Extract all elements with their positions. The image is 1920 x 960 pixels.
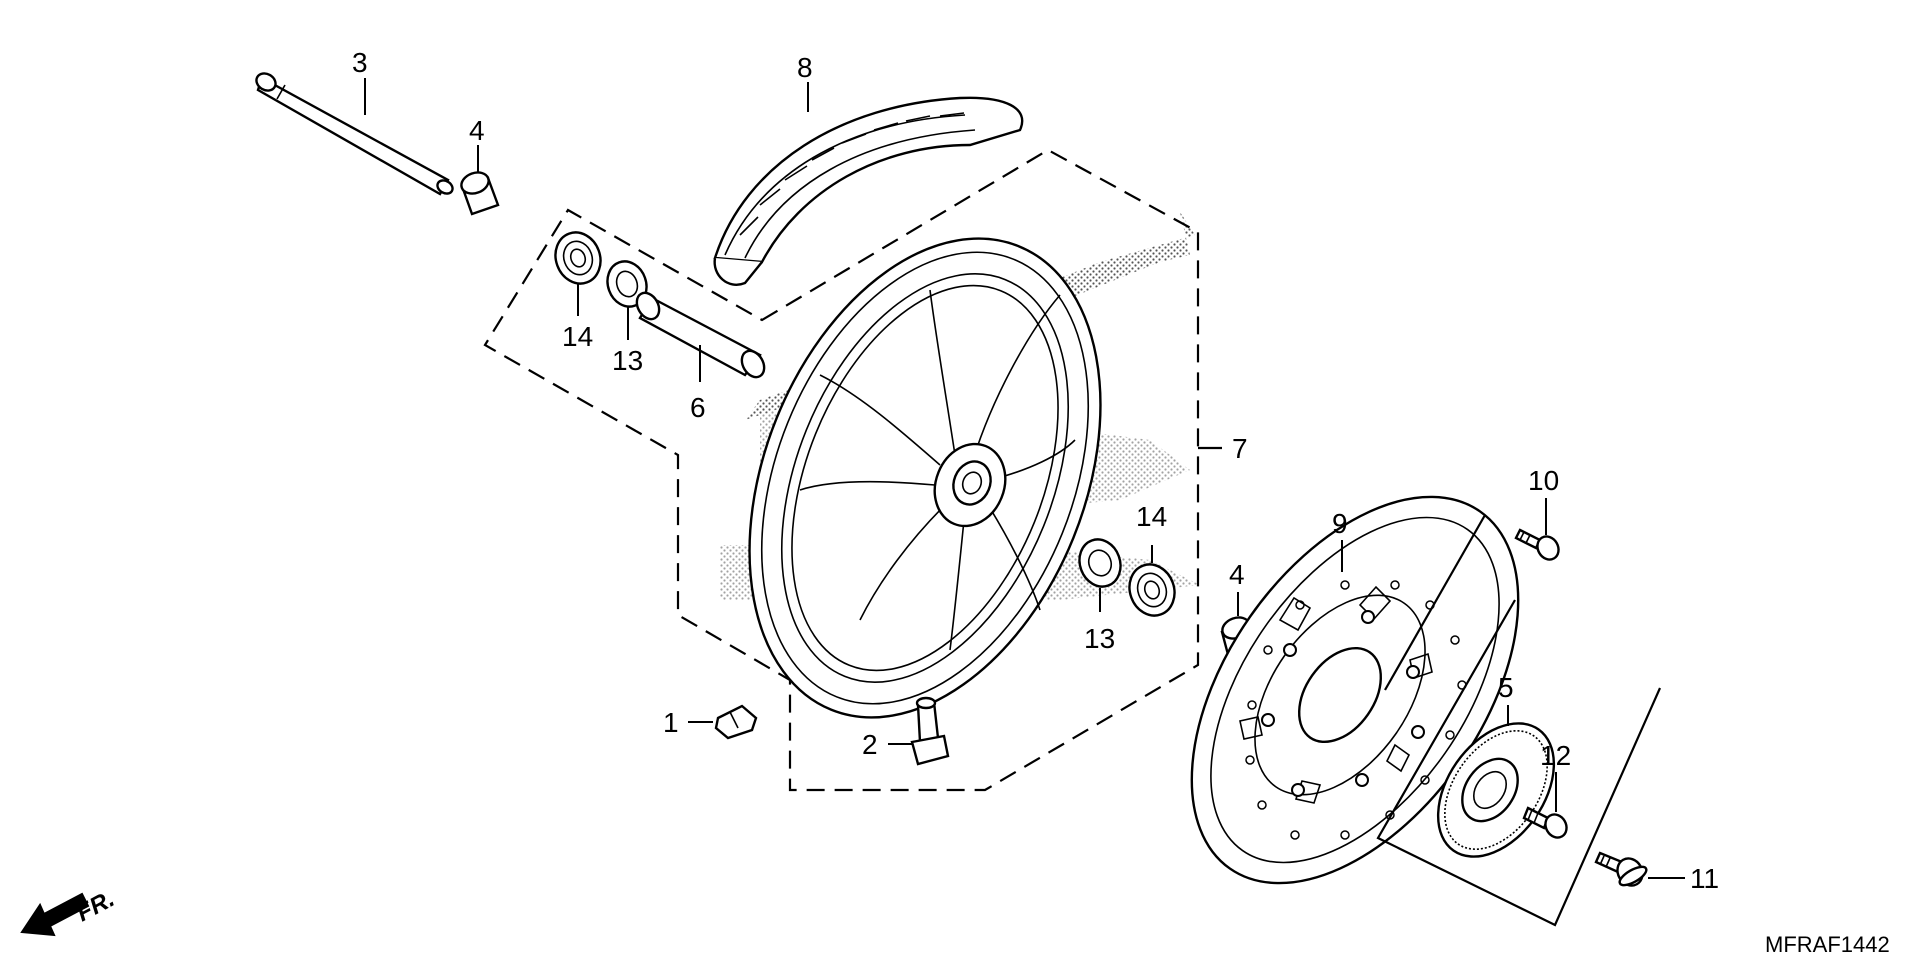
callout-14-right: 14	[1136, 501, 1167, 532]
front-direction-arrow-icon	[20, 892, 90, 937]
bearing-left	[554, 231, 602, 285]
callout-14-left: 14	[562, 321, 593, 352]
callout-3: 3	[352, 47, 368, 78]
leader-lines	[364, 78, 1685, 879]
wheel-rim	[748, 237, 1102, 719]
dust-seal-right	[1078, 538, 1122, 588]
callout-4-upper: 4	[469, 115, 485, 146]
disc-bolt	[1514, 528, 1560, 561]
collar-upper	[460, 171, 500, 216]
wheel-assembly-outline	[483, 148, 1222, 792]
callout-10: 10	[1528, 465, 1559, 496]
front-axle	[255, 72, 454, 196]
brake-disc	[1190, 495, 1520, 885]
callout-8: 8	[797, 52, 813, 83]
callout-7: 7	[1232, 433, 1248, 464]
callout-1: 1	[663, 707, 679, 738]
callout-5: 5	[1498, 672, 1514, 703]
callout-13-right: 13	[1084, 623, 1115, 654]
callout-12: 12	[1540, 740, 1571, 771]
callout-13-left: 13	[612, 345, 643, 376]
balance-weight	[714, 704, 758, 740]
callout-labels: 3 4 8 14 13 6 7 14 13 4 9 10 5 12 11 1 2	[352, 47, 1719, 894]
pulser-bolt	[1522, 806, 1568, 839]
callout-4-lower: 4	[1229, 559, 1245, 590]
wheel-hub	[933, 442, 1007, 528]
air-valve	[910, 696, 950, 766]
flange-bolt	[1594, 851, 1648, 887]
distance-collar	[635, 291, 766, 379]
pulser-ring-group-outline	[1376, 514, 1662, 927]
tire	[713, 96, 1024, 286]
front-direction-indicator: FR.	[20, 885, 119, 937]
callout-2: 2	[862, 729, 878, 760]
front-direction-label: FR.	[72, 885, 119, 927]
diagram-reference-code: MFRAF1442	[1765, 932, 1890, 957]
callout-6: 6	[690, 392, 706, 423]
dust-seal-left	[606, 260, 648, 308]
bearing-right	[1128, 563, 1176, 617]
callout-11: 11	[1690, 863, 1719, 894]
callout-9: 9	[1332, 508, 1348, 539]
